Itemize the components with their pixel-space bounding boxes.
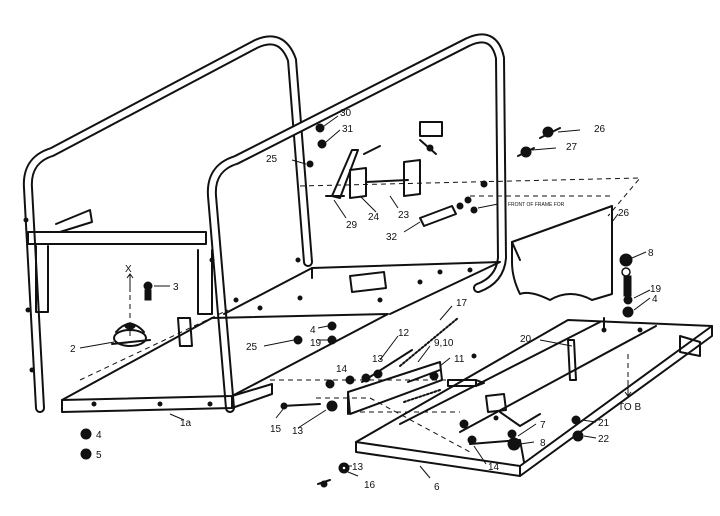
- label-9-10: 9,10: [434, 338, 454, 349]
- label-23: 23: [398, 210, 410, 221]
- label-26b: 26: [618, 208, 630, 219]
- cover-panel: [511, 205, 613, 301]
- label-5: 5: [96, 450, 102, 461]
- engine-mount: [111, 322, 151, 347]
- label-29: 29: [346, 220, 358, 231]
- label-21: 21: [598, 418, 610, 429]
- label-30: 30: [340, 108, 352, 119]
- label-13c: 13: [352, 462, 364, 473]
- plate-32: [419, 205, 457, 227]
- label-17: 17: [456, 298, 468, 309]
- label-14b: 14: [488, 462, 500, 473]
- leader-lines: [79, 115, 651, 479]
- label-20: 20: [520, 334, 532, 345]
- label-19a: 19: [650, 284, 662, 295]
- label-3: 3: [173, 282, 179, 293]
- label-24: 24: [368, 212, 380, 223]
- label-13b: 13: [292, 426, 304, 437]
- label-6: 6: [434, 482, 440, 493]
- handle-rail: [355, 317, 713, 477]
- label-4c: 4: [310, 325, 316, 336]
- label-19b: 19: [310, 338, 322, 349]
- center-bar: [347, 361, 443, 415]
- label-27: 27: [566, 142, 578, 153]
- label-25a: 25: [266, 154, 278, 165]
- label-11: 11: [454, 354, 465, 365]
- fasteners: [23, 123, 643, 488]
- label-4b: 4: [652, 294, 658, 305]
- base-plates: [27, 209, 501, 413]
- springs: [361, 317, 485, 403]
- label-31: 31: [342, 124, 354, 135]
- label-12: 12: [398, 328, 410, 339]
- front-frame: [206, 33, 507, 413]
- label-32: 32: [386, 232, 398, 243]
- label-1a: 1a: [180, 418, 192, 429]
- label-to-b: TO B: [618, 402, 641, 413]
- upper-bracket: [325, 121, 443, 199]
- label-8-top: 8: [648, 248, 654, 259]
- label-16: 16: [364, 480, 376, 491]
- rear-frame: [22, 35, 313, 413]
- label-14a: 14: [336, 364, 348, 375]
- label-26a: 26: [594, 124, 606, 135]
- part-labels: 1a 2 3 4 5 6 7 8 9,10 11 12 13 13 13 14 …: [70, 108, 662, 493]
- label-13a: 13: [372, 354, 384, 365]
- label-25b: 25: [246, 342, 258, 353]
- label-7: 7: [540, 420, 546, 431]
- label-2: 2: [70, 344, 76, 355]
- label-8: 8: [540, 438, 546, 449]
- label-4: 4: [96, 430, 102, 441]
- label-front-note: FRONT OF FRAME FOR: [508, 202, 565, 208]
- label-15: 15: [270, 424, 282, 435]
- label-22: 22: [598, 434, 610, 445]
- label-axis-x: X: [125, 264, 132, 275]
